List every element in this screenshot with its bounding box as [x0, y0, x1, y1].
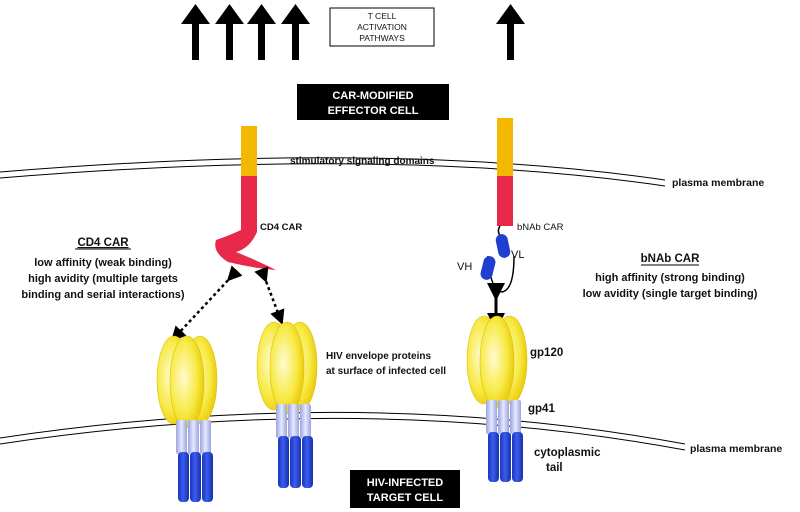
env-trimer-2	[256, 321, 318, 488]
up-arrow-icon	[496, 4, 525, 60]
up-arrow-icon	[281, 4, 310, 60]
svg-text:HIV-INFECTED: HIV-INFECTED	[367, 477, 443, 489]
gp120-trimer	[256, 321, 318, 415]
svg-text:at surface of infected cell: at surface of infected cell	[326, 366, 446, 377]
signaling-domain-top	[241, 126, 257, 176]
gp41-trimer	[276, 404, 311, 438]
gp41-trimer	[176, 420, 211, 454]
binding-arrows-cd4	[170, 265, 285, 342]
effector-cell-box: CAR-MODIFIED EFFECTOR CELL	[297, 84, 449, 120]
svg-text:bNAb CAR: bNAb CAR	[641, 253, 700, 265]
vh-label: VH	[457, 261, 472, 273]
svg-text:low affinity (weak binding): low affinity (weak binding)	[34, 257, 172, 269]
gp120-trimer	[156, 335, 218, 429]
gp41-label: gp41	[528, 403, 555, 415]
dotted-arrow-right	[254, 266, 285, 326]
activation-arrows-cd4	[181, 4, 310, 60]
plasma-membrane-upper-label: plasma membrane	[672, 177, 764, 189]
bnab-car-panel: bNAb CAR high affinity (strong binding) …	[583, 253, 758, 300]
cd4-car-label: CD4 CAR	[260, 222, 302, 233]
env-proteins-label: HIV envelope proteins at surface of infe…	[326, 351, 446, 377]
svg-text:TARGET CELL: TARGET CELL	[367, 492, 443, 504]
cytoplasmic-tail	[178, 452, 213, 502]
signaling-domain-bottom	[241, 176, 257, 224]
vh-domain	[480, 256, 496, 280]
activation-pathways-box: T CELL ACTIVATION PATHWAYS	[329, 7, 435, 47]
gp120-label: gp120	[530, 347, 563, 359]
lower-plasma-membrane	[0, 411, 686, 451]
target-cell-box: HIV-INFECTED TARGET CELL	[350, 470, 460, 508]
plasma-membrane-lower-label: plasma membrane	[690, 443, 782, 455]
svg-text:tail: tail	[546, 462, 563, 474]
svg-text:low avidity (single target bin: low avidity (single target binding)	[583, 288, 758, 300]
bnab-car-label: bNAb CAR	[517, 222, 564, 233]
svg-text:T CELL: T CELL	[368, 11, 397, 21]
svg-text:HIV envelope proteins: HIV envelope proteins	[326, 351, 431, 362]
up-arrow-icon	[247, 4, 276, 60]
dotted-arrow-left	[170, 265, 243, 342]
svg-text:binding and serial interaction: binding and serial interactions)	[21, 289, 185, 301]
gp120-trimer	[466, 315, 528, 409]
svg-text:ACTIVATION: ACTIVATION	[357, 22, 407, 32]
svg-text:PATHWAYS: PATHWAYS	[359, 33, 405, 43]
up-arrow-icon	[215, 4, 244, 60]
cd4-car-panel: CD4 CAR low affinity (weak binding) high…	[21, 237, 185, 301]
cd4-binder	[215, 222, 276, 270]
bnab-car	[480, 118, 515, 293]
cytoplasmic-tail-label: cytoplasmic tail	[534, 447, 601, 474]
svg-text:CAR-MODIFIED: CAR-MODIFIED	[332, 90, 413, 102]
svg-text:CD4 CAR: CD4 CAR	[77, 237, 129, 249]
env-trimer-3	[466, 315, 528, 482]
upper-plasma-membrane	[0, 157, 666, 187]
cytoplasmic-tail	[488, 432, 523, 482]
signaling-domains-label: stimulatory signaling domains	[290, 156, 435, 167]
svg-text:high avidity (multiple targets: high avidity (multiple targets	[28, 273, 178, 285]
vl-label: VL	[511, 249, 524, 261]
cd4-car	[215, 126, 276, 270]
signaling-domain-bottom	[497, 176, 513, 226]
cytoplasmic-tail	[278, 436, 313, 488]
svg-text:cytoplasmic: cytoplasmic	[534, 447, 601, 459]
signaling-domain-top	[497, 118, 513, 176]
gp41-trimer	[486, 400, 521, 434]
up-arrow-icon	[181, 4, 210, 60]
env-trimer-1	[156, 335, 218, 502]
vl-domain	[495, 234, 511, 258]
svg-text:high affinity (strong binding): high affinity (strong binding)	[595, 272, 745, 284]
activation-arrow-bnab	[496, 4, 525, 60]
svg-text:EFFECTOR CELL: EFFECTOR CELL	[328, 105, 419, 117]
